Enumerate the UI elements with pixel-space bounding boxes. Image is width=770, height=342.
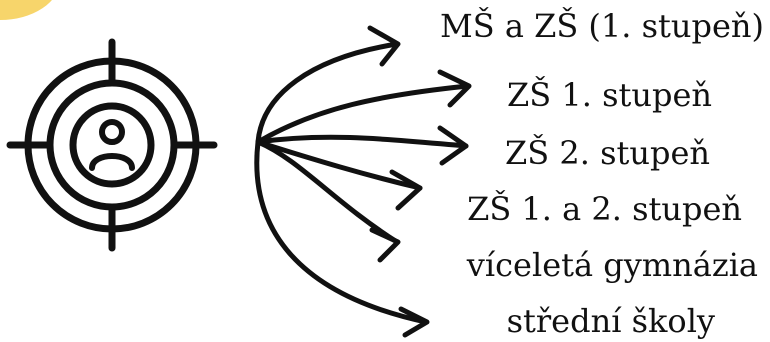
arrow-group xyxy=(254,25,472,338)
target-label-stredni: střední školy xyxy=(506,302,715,340)
arrow-to-zs-1-2 xyxy=(255,139,423,191)
arrowhead-zs-2 xyxy=(437,125,469,166)
arrowhead-zs-1 xyxy=(437,69,472,108)
target-label-ms-zs: MŠ a ZŠ (1. stupeň) xyxy=(439,7,764,45)
arrowhead-zs-1-2 xyxy=(389,169,423,211)
arrow-to-stredni xyxy=(254,139,429,325)
target-label-zs-1: ZŠ 1. stupeň xyxy=(507,76,712,114)
arrow-to-gymnazia xyxy=(255,139,400,245)
arrow-to-zs-1 xyxy=(255,83,471,145)
arrowhead-gymnazia xyxy=(369,227,401,263)
target-label-zs-2: ZŠ 2. stupeň xyxy=(505,134,710,172)
arrow-to-zs-2 xyxy=(255,134,469,149)
arrowhead-stredni xyxy=(398,306,430,338)
target-user-icon xyxy=(6,38,218,252)
arrow-to-ms-zs xyxy=(255,41,400,145)
target-label-zs-1-2: ZŠ 1. a 2. stupeň xyxy=(467,190,742,228)
arrowhead-ms-zs xyxy=(367,25,401,67)
target-label-gymnazia: víceletá gymnázia xyxy=(466,246,758,284)
